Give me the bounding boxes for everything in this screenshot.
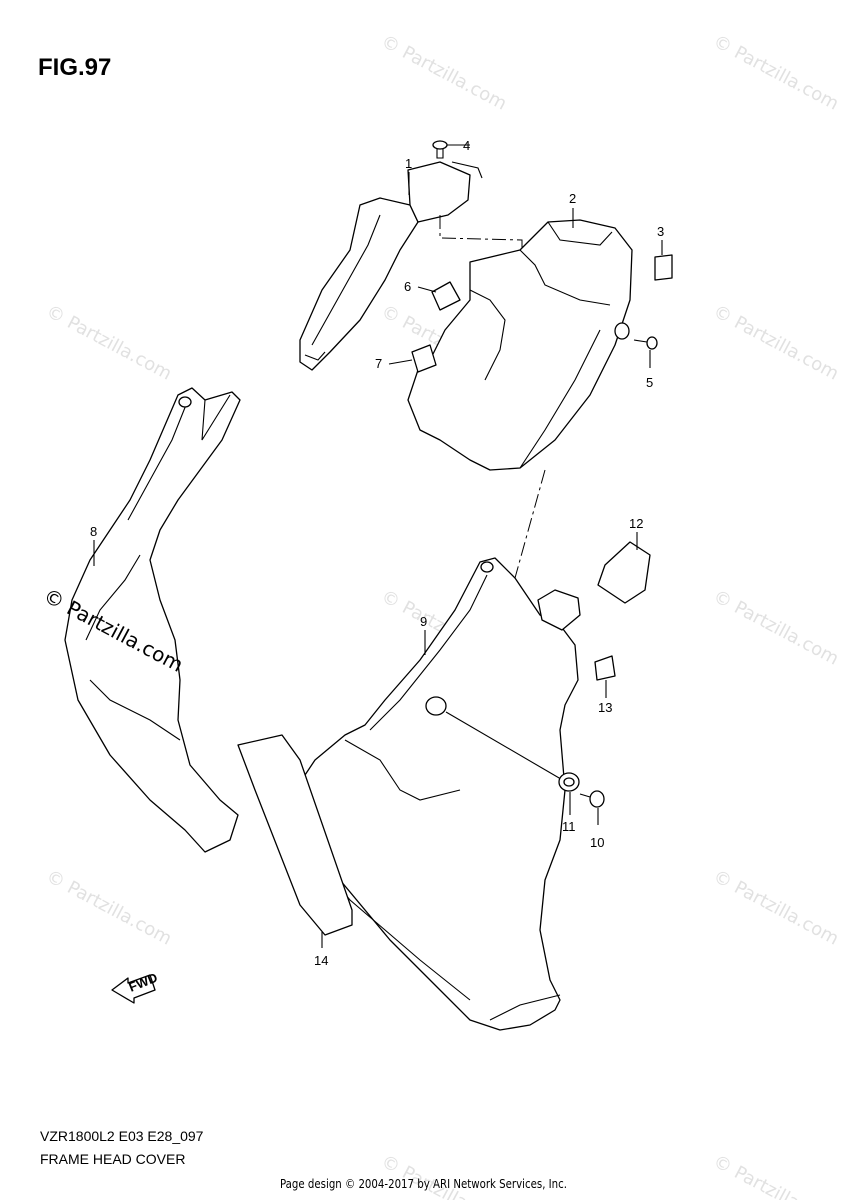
part-7-pad	[411, 344, 437, 373]
assembly-line	[514, 469, 546, 579]
callout-leaders	[93, 172, 663, 948]
watermark: © Partzilla.com	[710, 1151, 843, 1200]
callout-7: 7	[375, 356, 382, 371]
part-5-screw	[633, 336, 658, 350]
figure-title: FIG.97	[38, 54, 112, 81]
copyright-notice: Page design © 2004-2017 by ARI Network S…	[279, 1177, 568, 1191]
part-13-pad	[594, 655, 616, 681]
callout-10: 10	[590, 835, 604, 850]
callout-11: 11	[562, 819, 576, 834]
part-9-frame-head-cover	[294, 557, 581, 1031]
callout-5: 5	[646, 375, 653, 390]
callout-6: 6	[404, 279, 411, 294]
watermark: © Partzilla.com	[378, 31, 511, 115]
callout-12: 12	[629, 516, 643, 531]
part-6-pad	[431, 281, 461, 311]
callout-1: 1	[405, 156, 412, 171]
assembly-line	[439, 215, 523, 250]
part-12-pad	[597, 541, 651, 604]
part-11-grommet	[558, 772, 580, 792]
part-3-pad	[654, 254, 673, 281]
callout-9: 9	[420, 614, 427, 629]
part-4-screw	[432, 140, 470, 159]
model-code: VZR1800L2 E03 E28_097	[40, 1128, 204, 1144]
callout-4: 4	[463, 138, 470, 153]
part-1-bracket	[299, 161, 483, 371]
watermark: © Partzilla.com	[710, 31, 843, 115]
leader-line	[445, 711, 567, 783]
part-10-screw	[579, 790, 605, 808]
callouts: 1 2 3 4 5 6 7 8 9 10 11 12 13 14	[90, 138, 664, 968]
watermark: © Partzilla.com	[43, 866, 176, 950]
callout-8: 8	[90, 524, 97, 539]
watermark: © Partzilla.com	[710, 866, 843, 950]
callout-2: 2	[569, 191, 576, 206]
part-8-side-cover	[64, 387, 241, 853]
watermark: © Partzilla.com	[378, 1151, 511, 1200]
callout-3: 3	[657, 224, 664, 239]
fwd-arrow: FWD	[111, 970, 160, 1004]
part-14-strip	[237, 734, 353, 936]
section-name: FRAME HEAD COVER	[40, 1151, 186, 1167]
watermark: © Partzilla.com	[710, 301, 843, 385]
watermark: © Partzilla.com	[710, 586, 843, 670]
part-2-upper-cover	[407, 219, 633, 471]
callout-13: 13	[598, 700, 612, 715]
callout-14: 14	[314, 953, 328, 968]
watermark: © Partzilla.com	[43, 301, 176, 385]
